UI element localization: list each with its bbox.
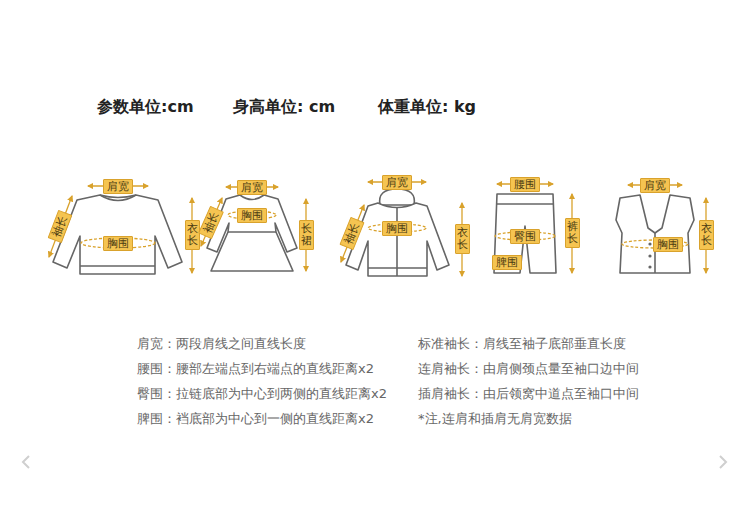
measure-lines: [49, 182, 706, 276]
unit-label: 体重单位: kg: [378, 97, 476, 118]
sweater-rib: [80, 195, 155, 266]
button: [648, 265, 651, 268]
measure-tag: 衣长: [455, 224, 470, 254]
note-text: 肩宽：两段肩线之间直线长度: [137, 335, 306, 353]
measure-tag: 胸围: [653, 237, 683, 252]
measure-tag: 裤长: [565, 218, 580, 248]
unit-label: 身高单位: cm: [233, 97, 335, 118]
carousel-arrows: [23, 456, 726, 468]
measure-tag: 臀围: [510, 229, 540, 244]
measure-tag: 肩宽: [237, 180, 267, 195]
pants-waistband: [497, 203, 553, 205]
measure-name: 胸围: [241, 209, 263, 222]
measure-name: 肩宽: [386, 176, 408, 189]
hoodie-zip: [368, 208, 427, 276]
next-arrow: [720, 456, 726, 468]
measure-tag: 长裙: [299, 220, 314, 250]
measure-name: 肩宽: [107, 180, 129, 193]
note-text: 脾围：裆底部为中心到一侧的直线距离x2: [137, 410, 374, 428]
dim-line: [341, 205, 364, 262]
vest-buttons: [648, 242, 651, 268]
measure-name: 胸围: [657, 238, 679, 251]
note-text: 臀围：拉链底部为中心到两侧的直线距离x2: [137, 385, 387, 403]
button: [648, 254, 651, 257]
measure-tag: 腰围: [510, 177, 540, 192]
garment-outlines: [53, 189, 694, 276]
measure-name: 裤长: [567, 221, 578, 245]
prev-arrow: [23, 456, 29, 468]
measure-tag: 肩宽: [640, 178, 670, 193]
unit-label: 参数单位:cm: [97, 97, 194, 118]
pants: [494, 194, 556, 273]
measure-name: 胸围: [107, 237, 129, 250]
dim-line: [49, 196, 72, 257]
dress-waist: [228, 231, 276, 233]
measure-name: 肩宽: [241, 181, 263, 194]
button: [648, 242, 651, 245]
measure-tag: 胸围: [103, 236, 133, 251]
vest: [616, 195, 694, 273]
measure-name: 衣长: [701, 223, 712, 247]
measure-tag: 肩宽: [382, 175, 412, 190]
dress: [207, 195, 297, 271]
measure-name: 胸围: [386, 222, 408, 235]
measure-tag: 肩宽: [103, 179, 133, 194]
measure-tag: 脾围: [492, 255, 522, 270]
measure-name: 肩宽: [644, 179, 666, 192]
measure-name: 脾围: [496, 256, 518, 269]
measure-tag: 胸围: [237, 208, 267, 223]
sweater: [53, 195, 182, 274]
hood: [380, 189, 415, 205]
measure-name: 腰围: [514, 178, 536, 191]
measure-tag: 衣长: [185, 220, 200, 250]
measure-name: 长裙: [301, 223, 312, 247]
note-text: 标准袖长：肩线至袖子底部垂直长度: [418, 335, 626, 353]
measure-name: 衣长: [457, 227, 468, 251]
note-text: *注,连肩和插肩无肩宽数据: [418, 410, 572, 428]
measure-tag: 胸围: [382, 221, 412, 236]
measure-name: 臀围: [514, 230, 536, 243]
note-text: 腰围：腰部左端点到右端点的直线距离x2: [137, 360, 374, 378]
measure-tag: 衣长: [699, 220, 714, 250]
measure-name: 衣长: [187, 223, 198, 247]
note-text: 连肩袖长：由肩侧颈点量至袖口边中间: [418, 360, 639, 378]
hoodie: [346, 203, 449, 276]
note-text: 插肩袖长：由后领窝中道点至袖口中间: [418, 385, 639, 403]
